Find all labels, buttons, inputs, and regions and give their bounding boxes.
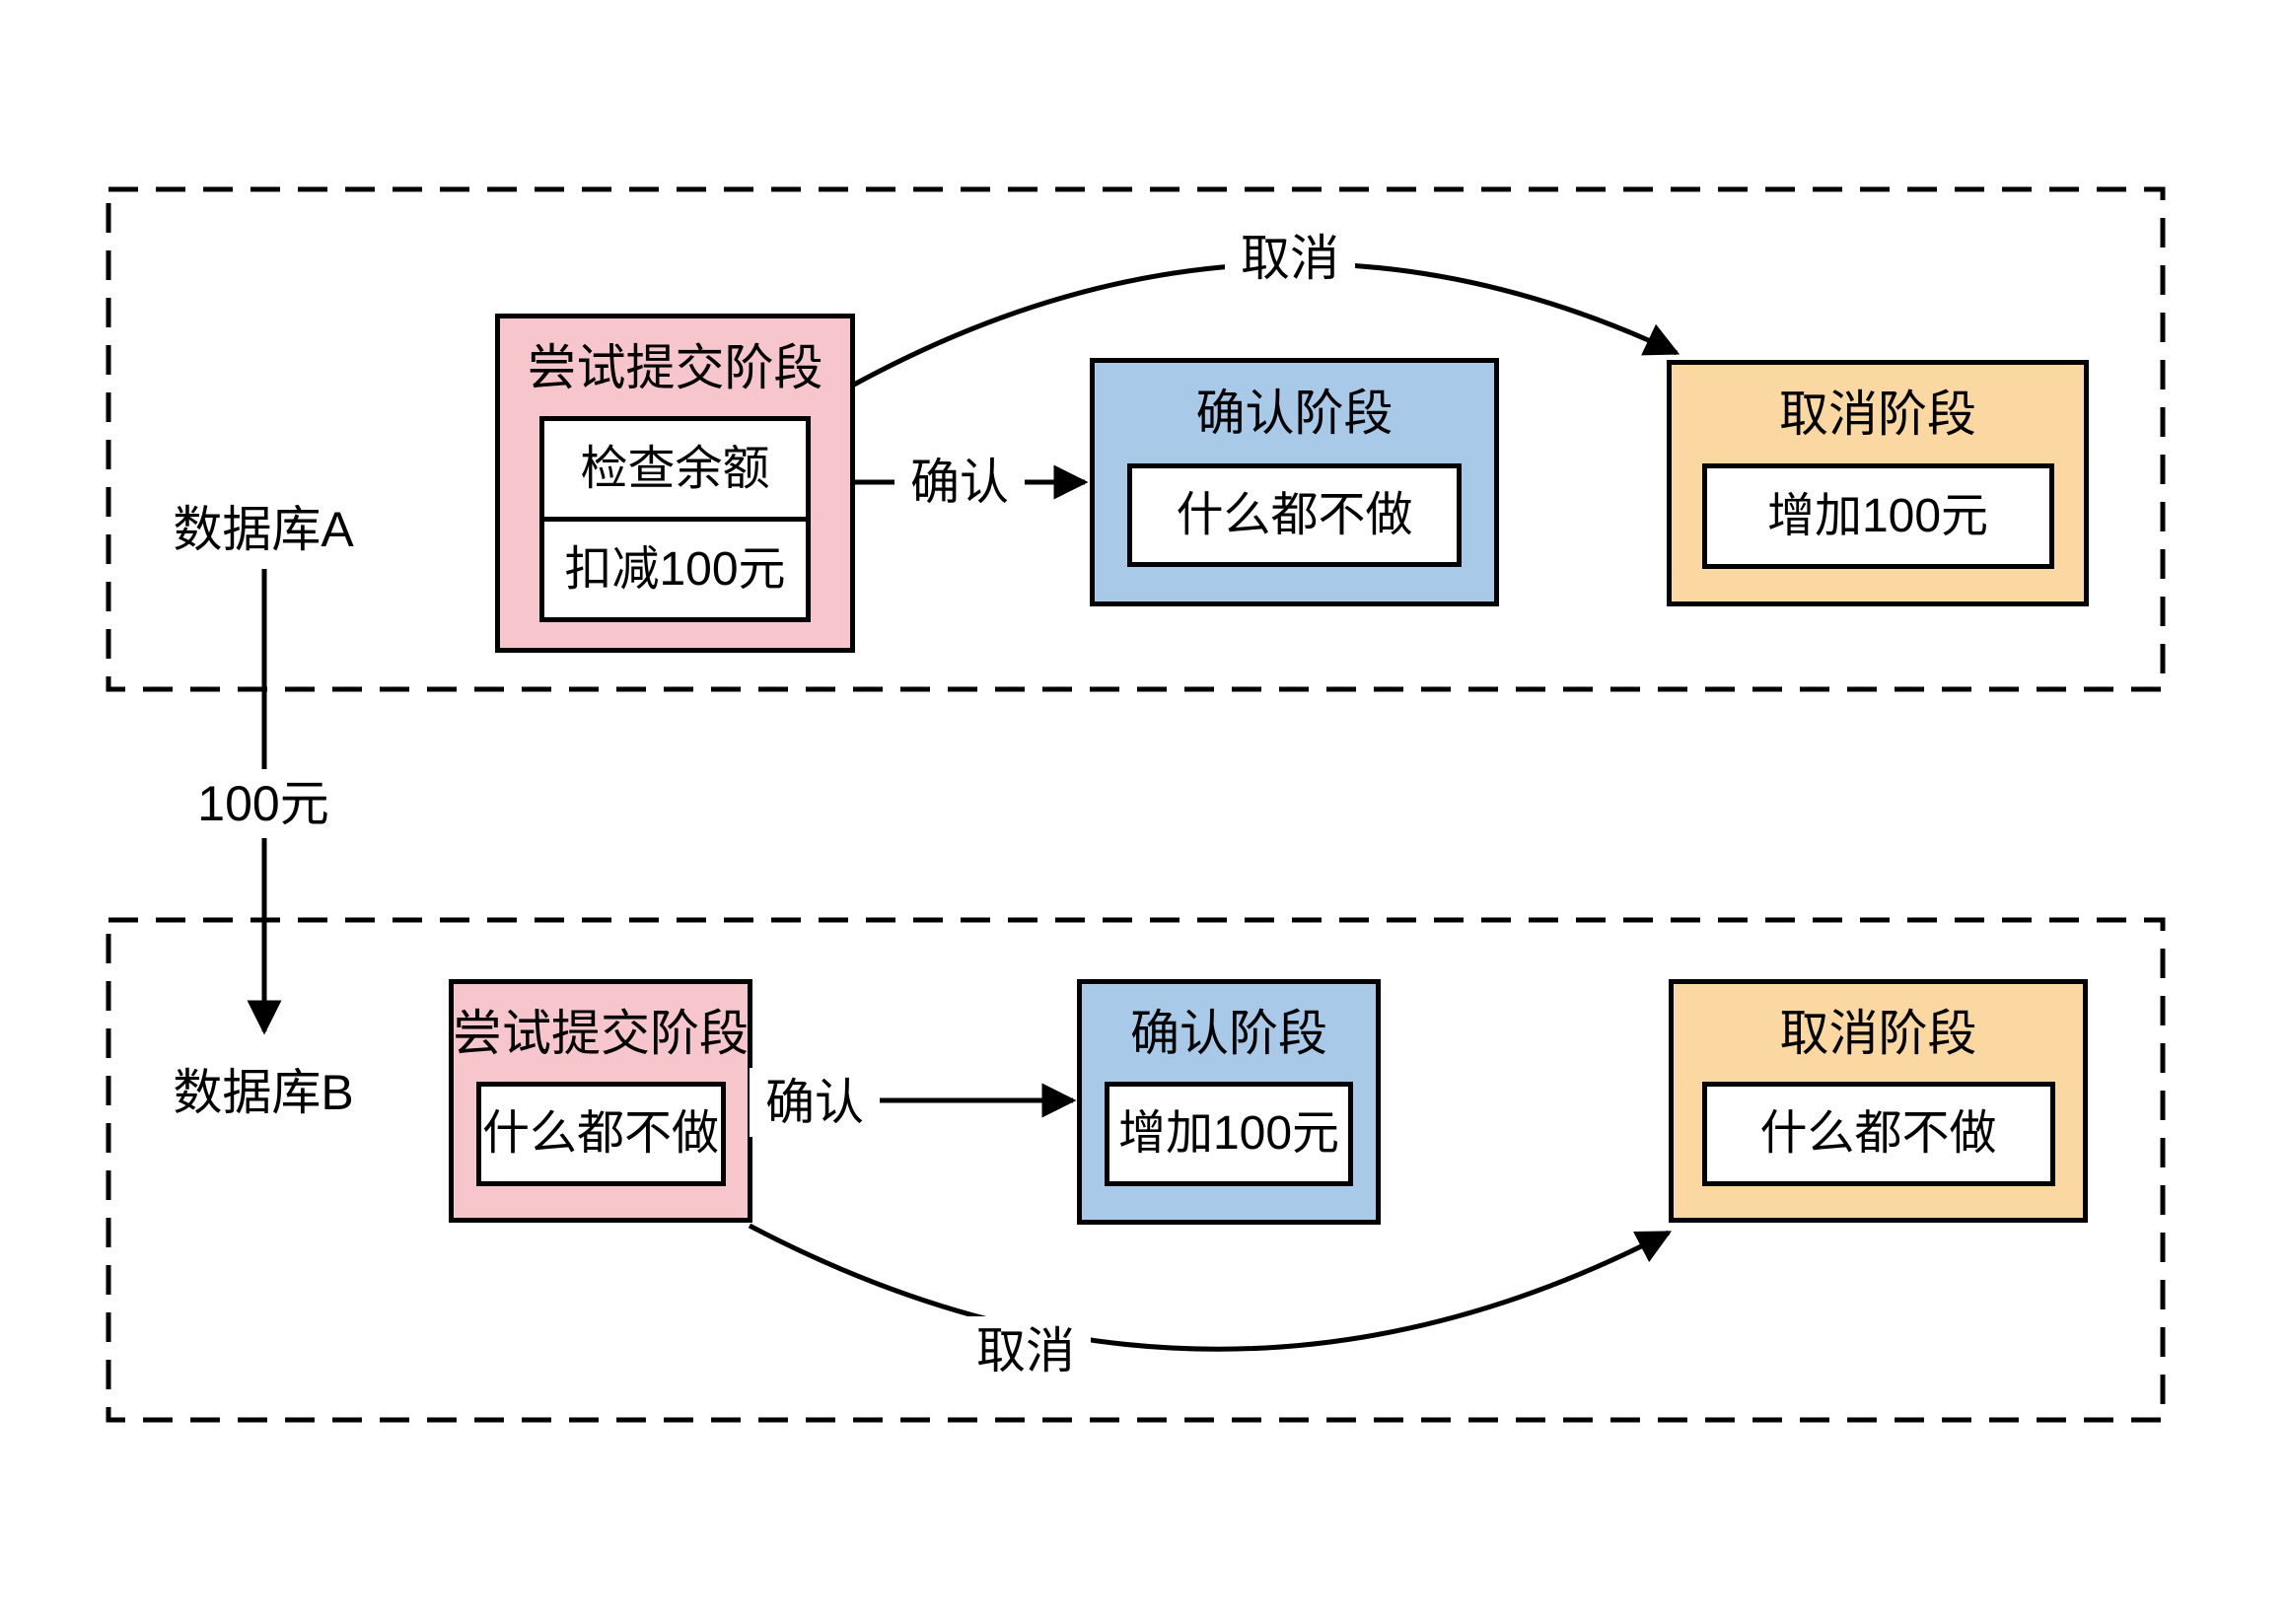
confirm-edge-label-b: 确认 <box>750 1068 880 1137</box>
cancel-stage-title-b: 取消阶段 <box>1779 1005 1977 1061</box>
confirm-stage-box-b: 确认阶段 增加100元 <box>1077 979 1381 1225</box>
cancel-edge-b <box>748 1223 1673 1352</box>
try-stage-title-a: 尝试提交阶段 <box>527 339 823 395</box>
try-stage-steps-b: 什么都不做 <box>475 1082 726 1186</box>
database-a-label: 数据库A <box>173 502 354 557</box>
try-stage-box-b: 尝试提交阶段 什么都不做 <box>449 979 752 1223</box>
confirm-stage-steps-a: 什么都不做 <box>1127 463 1462 567</box>
confirm-stage-title-a: 确认阶段 <box>1195 386 1394 441</box>
try-stage-steps-a: 检查余额 扣减100元 <box>539 416 811 622</box>
cancel-stage-steps-a: 增加100元 <box>1701 463 2054 569</box>
confirm-stage-box-a: 确认阶段 什么都不做 <box>1090 358 1499 606</box>
step-do-nothing-try-b: 什么都不做 <box>481 1107 719 1160</box>
transfer-amount-label: 100元 <box>181 769 345 838</box>
cancel-stage-box-b: 取消阶段 什么都不做 <box>1669 979 2088 1223</box>
confirm-stage-steps-b: 增加100元 <box>1105 1082 1353 1186</box>
cancel-edge-label-a: 取消 <box>1225 224 1355 293</box>
step-do-nothing-cancel-b: 什么都不做 <box>1759 1107 1997 1160</box>
step-add-100-b: 增加100元 <box>1117 1107 1340 1160</box>
confirm-edge-label-a: 确认 <box>894 448 1025 517</box>
confirm-stage-title-b: 确认阶段 <box>1130 1005 1327 1061</box>
cancel-edge-label-b: 取消 <box>961 1316 1091 1385</box>
try-stage-title-b: 尝试提交阶段 <box>453 1005 749 1061</box>
cancel-stage-title-a: 取消阶段 <box>1779 387 1976 442</box>
step-deduct-100: 扣减100元 <box>544 517 806 617</box>
try-stage-box-a: 尝试提交阶段 检查余额 扣减100元 <box>495 314 855 653</box>
step-add-100-a: 增加100元 <box>1766 489 1989 542</box>
database-b-label: 数据库B <box>173 1065 354 1120</box>
step-check-balance: 检查余额 <box>580 442 770 495</box>
step-do-nothing-a: 什么都不做 <box>1176 488 1413 541</box>
cancel-stage-steps-b: 什么都不做 <box>1701 1082 2055 1186</box>
cancel-stage-box-a: 取消阶段 增加100元 <box>1667 360 2089 606</box>
